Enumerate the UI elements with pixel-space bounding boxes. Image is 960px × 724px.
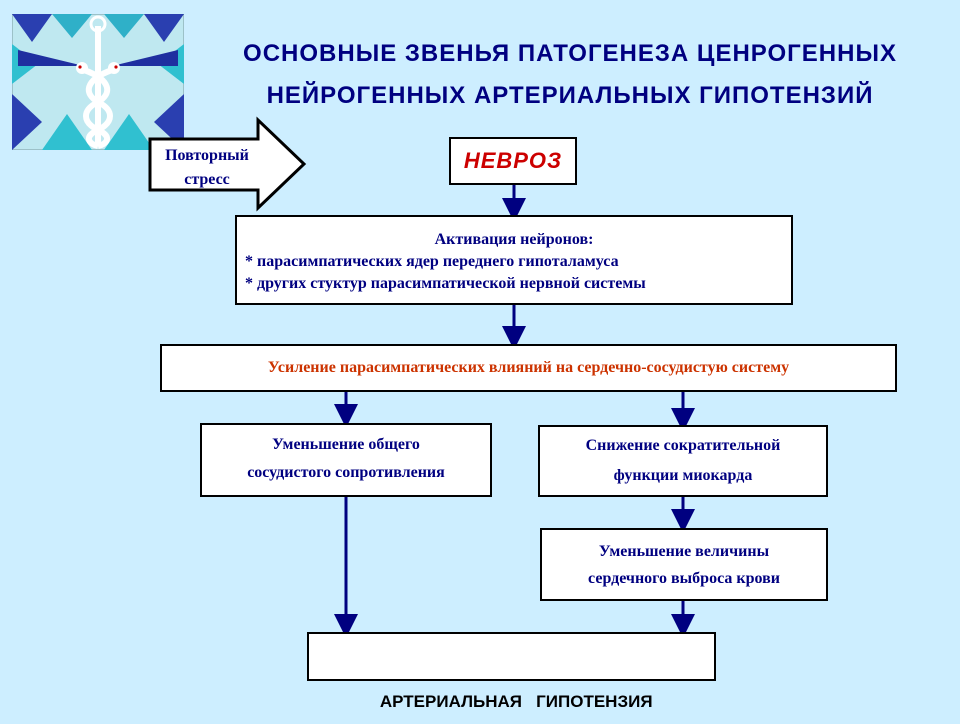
node-resistance-line-2: сосудистого сопротивления	[247, 464, 445, 481]
node-activation: Активация нейронов: * парасимпатических …	[235, 215, 793, 305]
node-resistance-line-1: Уменьшение общего	[272, 436, 420, 453]
node-hypotension-label: АРТЕРИАЛЬНАЯ ГИПОТЕНЗИЯ	[379, 692, 653, 711]
stress-label-line-1: Повторный	[165, 147, 249, 164]
node-output-line-2: сердечного выброса крови	[588, 570, 780, 587]
node-contractility-line-1: Снижение сократительной	[585, 437, 781, 454]
page-title-line-2: НЕЙРОГЕННЫХ АРТЕРИАЛЬНЫХ ГИПОТЕНЗИЙ	[266, 82, 874, 109]
node-activation-heading: Активация нейронов:	[434, 231, 594, 248]
node-output-line-1: Уменьшение величины	[598, 543, 770, 560]
node-activation-item-2: * других стуктур парасимпатической нервн…	[245, 275, 646, 292]
stress-label-line-2: стресс	[184, 171, 230, 188]
node-hypotension: АРТЕРИАЛЬНАЯ ГИПОТЕНЗИЯ	[307, 632, 716, 711]
node-contractility: Снижение сократительной функции миокарда	[538, 425, 828, 497]
node-activation-item-1: * парасимпатических ядер переднего гипот…	[245, 253, 619, 270]
node-output: Уменьшение величины сердечного выброса к…	[540, 528, 828, 601]
page-title-line-1: ОСНОВНЫЕ ЗВЕНЬЯ ПАТОГЕНЕЗА ЦЕНРОГЕННЫХ	[243, 40, 897, 67]
node-nevroz-label: НЕВРОЗ	[463, 148, 563, 173]
node-nevroz: НЕВРОЗ	[449, 137, 577, 185]
node-resistance: Уменьшение общего сосудистого сопротивле…	[200, 423, 492, 497]
node-contractility-line-2: функции миокарда	[613, 467, 753, 484]
caduceus-logo-icon	[12, 14, 184, 150]
stress-label: Повторный стресс	[152, 144, 262, 192]
node-amplification-label: Усиление парасимпатических влияний на се…	[267, 359, 790, 376]
node-amplification: Усиление парасимпатических влияний на се…	[160, 344, 897, 392]
